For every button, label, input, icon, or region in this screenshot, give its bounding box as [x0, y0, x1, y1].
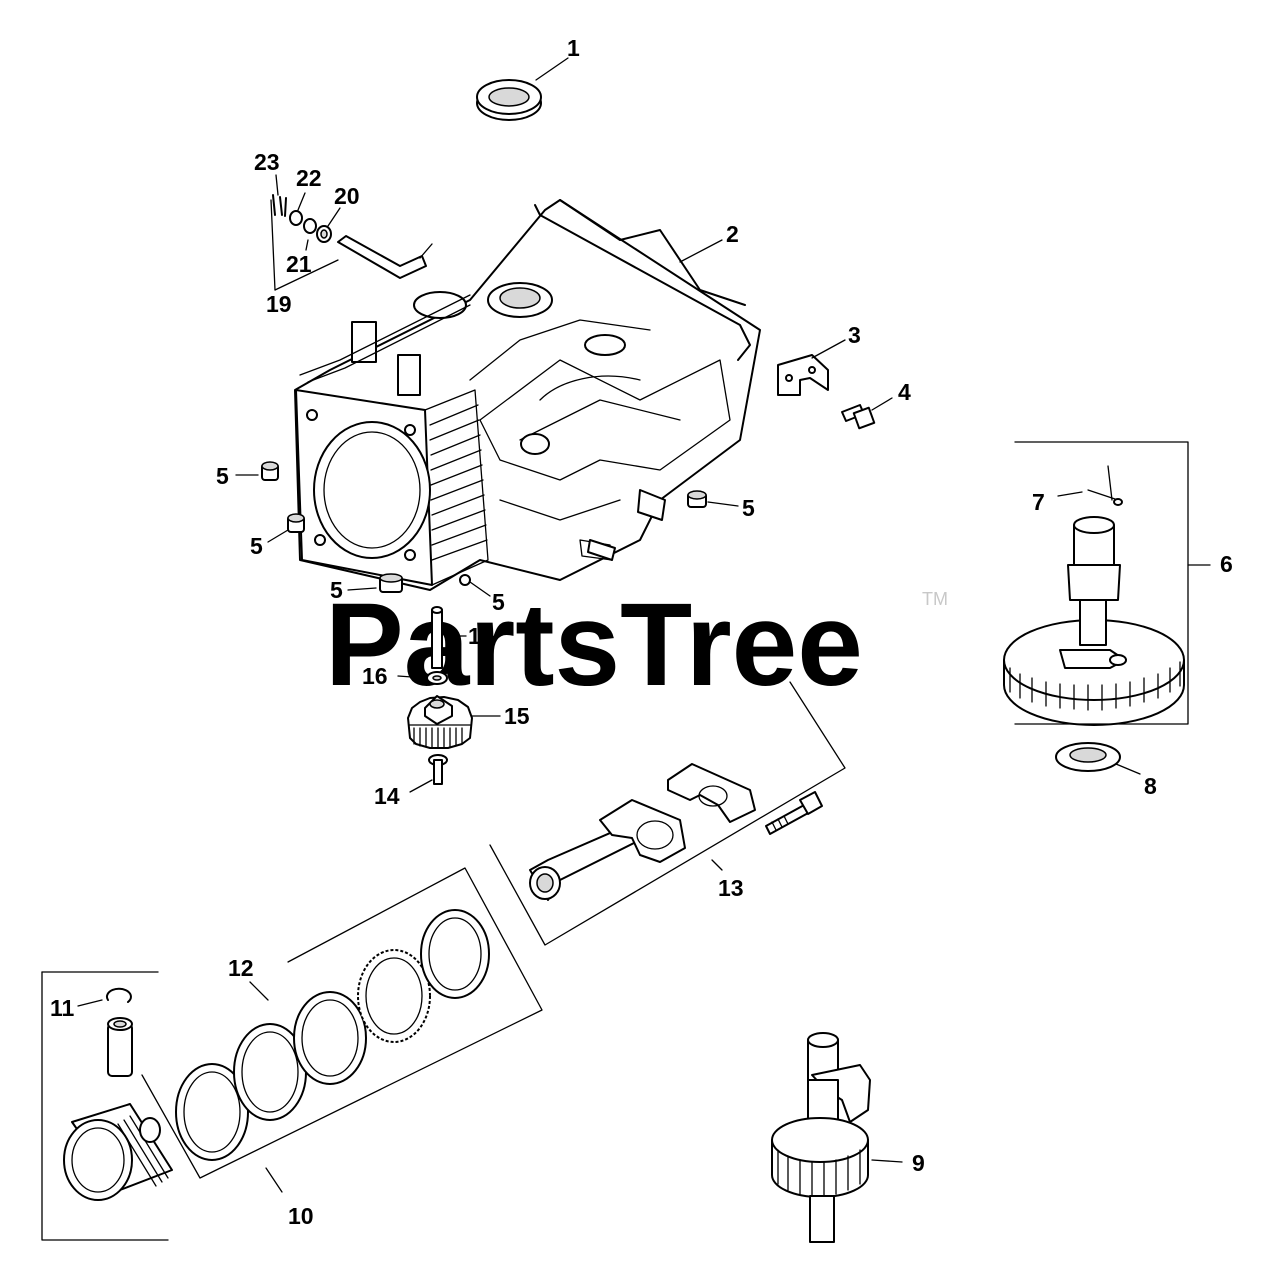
part-13-connecting-rod[interactable]	[529, 763, 823, 901]
callout-12: 12	[228, 955, 254, 981]
part-5-dowel-e[interactable]	[687, 490, 707, 508]
part-7-pin[interactable]	[1087, 465, 1123, 506]
callout-6: 6	[1220, 551, 1233, 577]
callout-5e: 5	[742, 495, 755, 521]
watermark-trademark: TM	[922, 589, 948, 609]
part-1-oil-seal[interactable]	[476, 79, 542, 121]
part-9-crankshaft[interactable]	[771, 1032, 871, 1243]
part-19-breather-tube[interactable]	[337, 235, 433, 279]
part-12-piston-ring-set[interactable]	[175, 909, 490, 1161]
callout-11: 11	[50, 995, 75, 1021]
part-11-retainer-clip[interactable]	[105, 987, 132, 1003]
part-2-crankcase[interactable]	[294, 199, 761, 591]
part-8-washer[interactable]	[1055, 742, 1121, 772]
callout-7: 7	[1032, 489, 1045, 515]
part-5-dowel-d[interactable]	[459, 574, 471, 586]
callout-21: 21	[286, 251, 312, 277]
part-13-connecting-rod-bracket	[489, 681, 846, 946]
callout-5b: 5	[250, 533, 263, 559]
part-3-bracket[interactable]	[777, 354, 829, 396]
part-16-washer[interactable]	[426, 671, 448, 685]
part-23-clip[interactable]	[272, 194, 287, 217]
callout-8: 8	[1144, 773, 1157, 799]
part-11-piston-pin[interactable]	[107, 1017, 133, 1077]
callout-4: 4	[898, 379, 911, 405]
callout-14: 14	[374, 783, 400, 809]
part-21-washer[interactable]	[303, 218, 317, 234]
callout-19: 19	[266, 291, 292, 317]
callout-22: 22	[296, 165, 322, 191]
part-17-pin[interactable]	[431, 606, 443, 669]
callout-13: 13	[718, 875, 744, 901]
callout-5d: 5	[492, 589, 505, 615]
callout-3: 3	[848, 322, 861, 348]
callout-9: 9	[912, 1150, 925, 1176]
callout-17: 17	[468, 623, 494, 649]
callout-20: 20	[334, 183, 360, 209]
callout-1: 1	[567, 35, 580, 61]
callout-5a: 5	[216, 463, 229, 489]
part-5-dowel-a[interactable]	[261, 461, 279, 481]
part-10-piston-bracket	[41, 867, 543, 1241]
part-6-camshaft[interactable]	[1003, 516, 1185, 726]
watermark-text: PartsTree	[325, 579, 863, 711]
part-14-shaft[interactable]	[428, 754, 448, 785]
callout-15: 15	[504, 703, 530, 729]
part-20-washer[interactable]	[316, 225, 332, 243]
part-5-dowel-c[interactable]	[379, 573, 403, 593]
callout-16: 16	[362, 663, 388, 689]
part-15-governor-gear[interactable]	[407, 695, 473, 749]
callout-labels: 1 2 3 4 5 5 5 5 5 6 7 8 9 10 11 12 13 14…	[50, 35, 1233, 1229]
part-4-bolt[interactable]	[841, 404, 876, 430]
part-22-washer[interactable]	[289, 210, 303, 226]
callout-23: 23	[254, 149, 280, 175]
callout-2: 2	[726, 221, 739, 247]
callout-5c: 5	[330, 577, 343, 603]
part-5-dowel-b[interactable]	[287, 513, 305, 533]
part-10-piston[interactable]	[63, 1103, 173, 1201]
callout-10: 10	[288, 1203, 314, 1229]
